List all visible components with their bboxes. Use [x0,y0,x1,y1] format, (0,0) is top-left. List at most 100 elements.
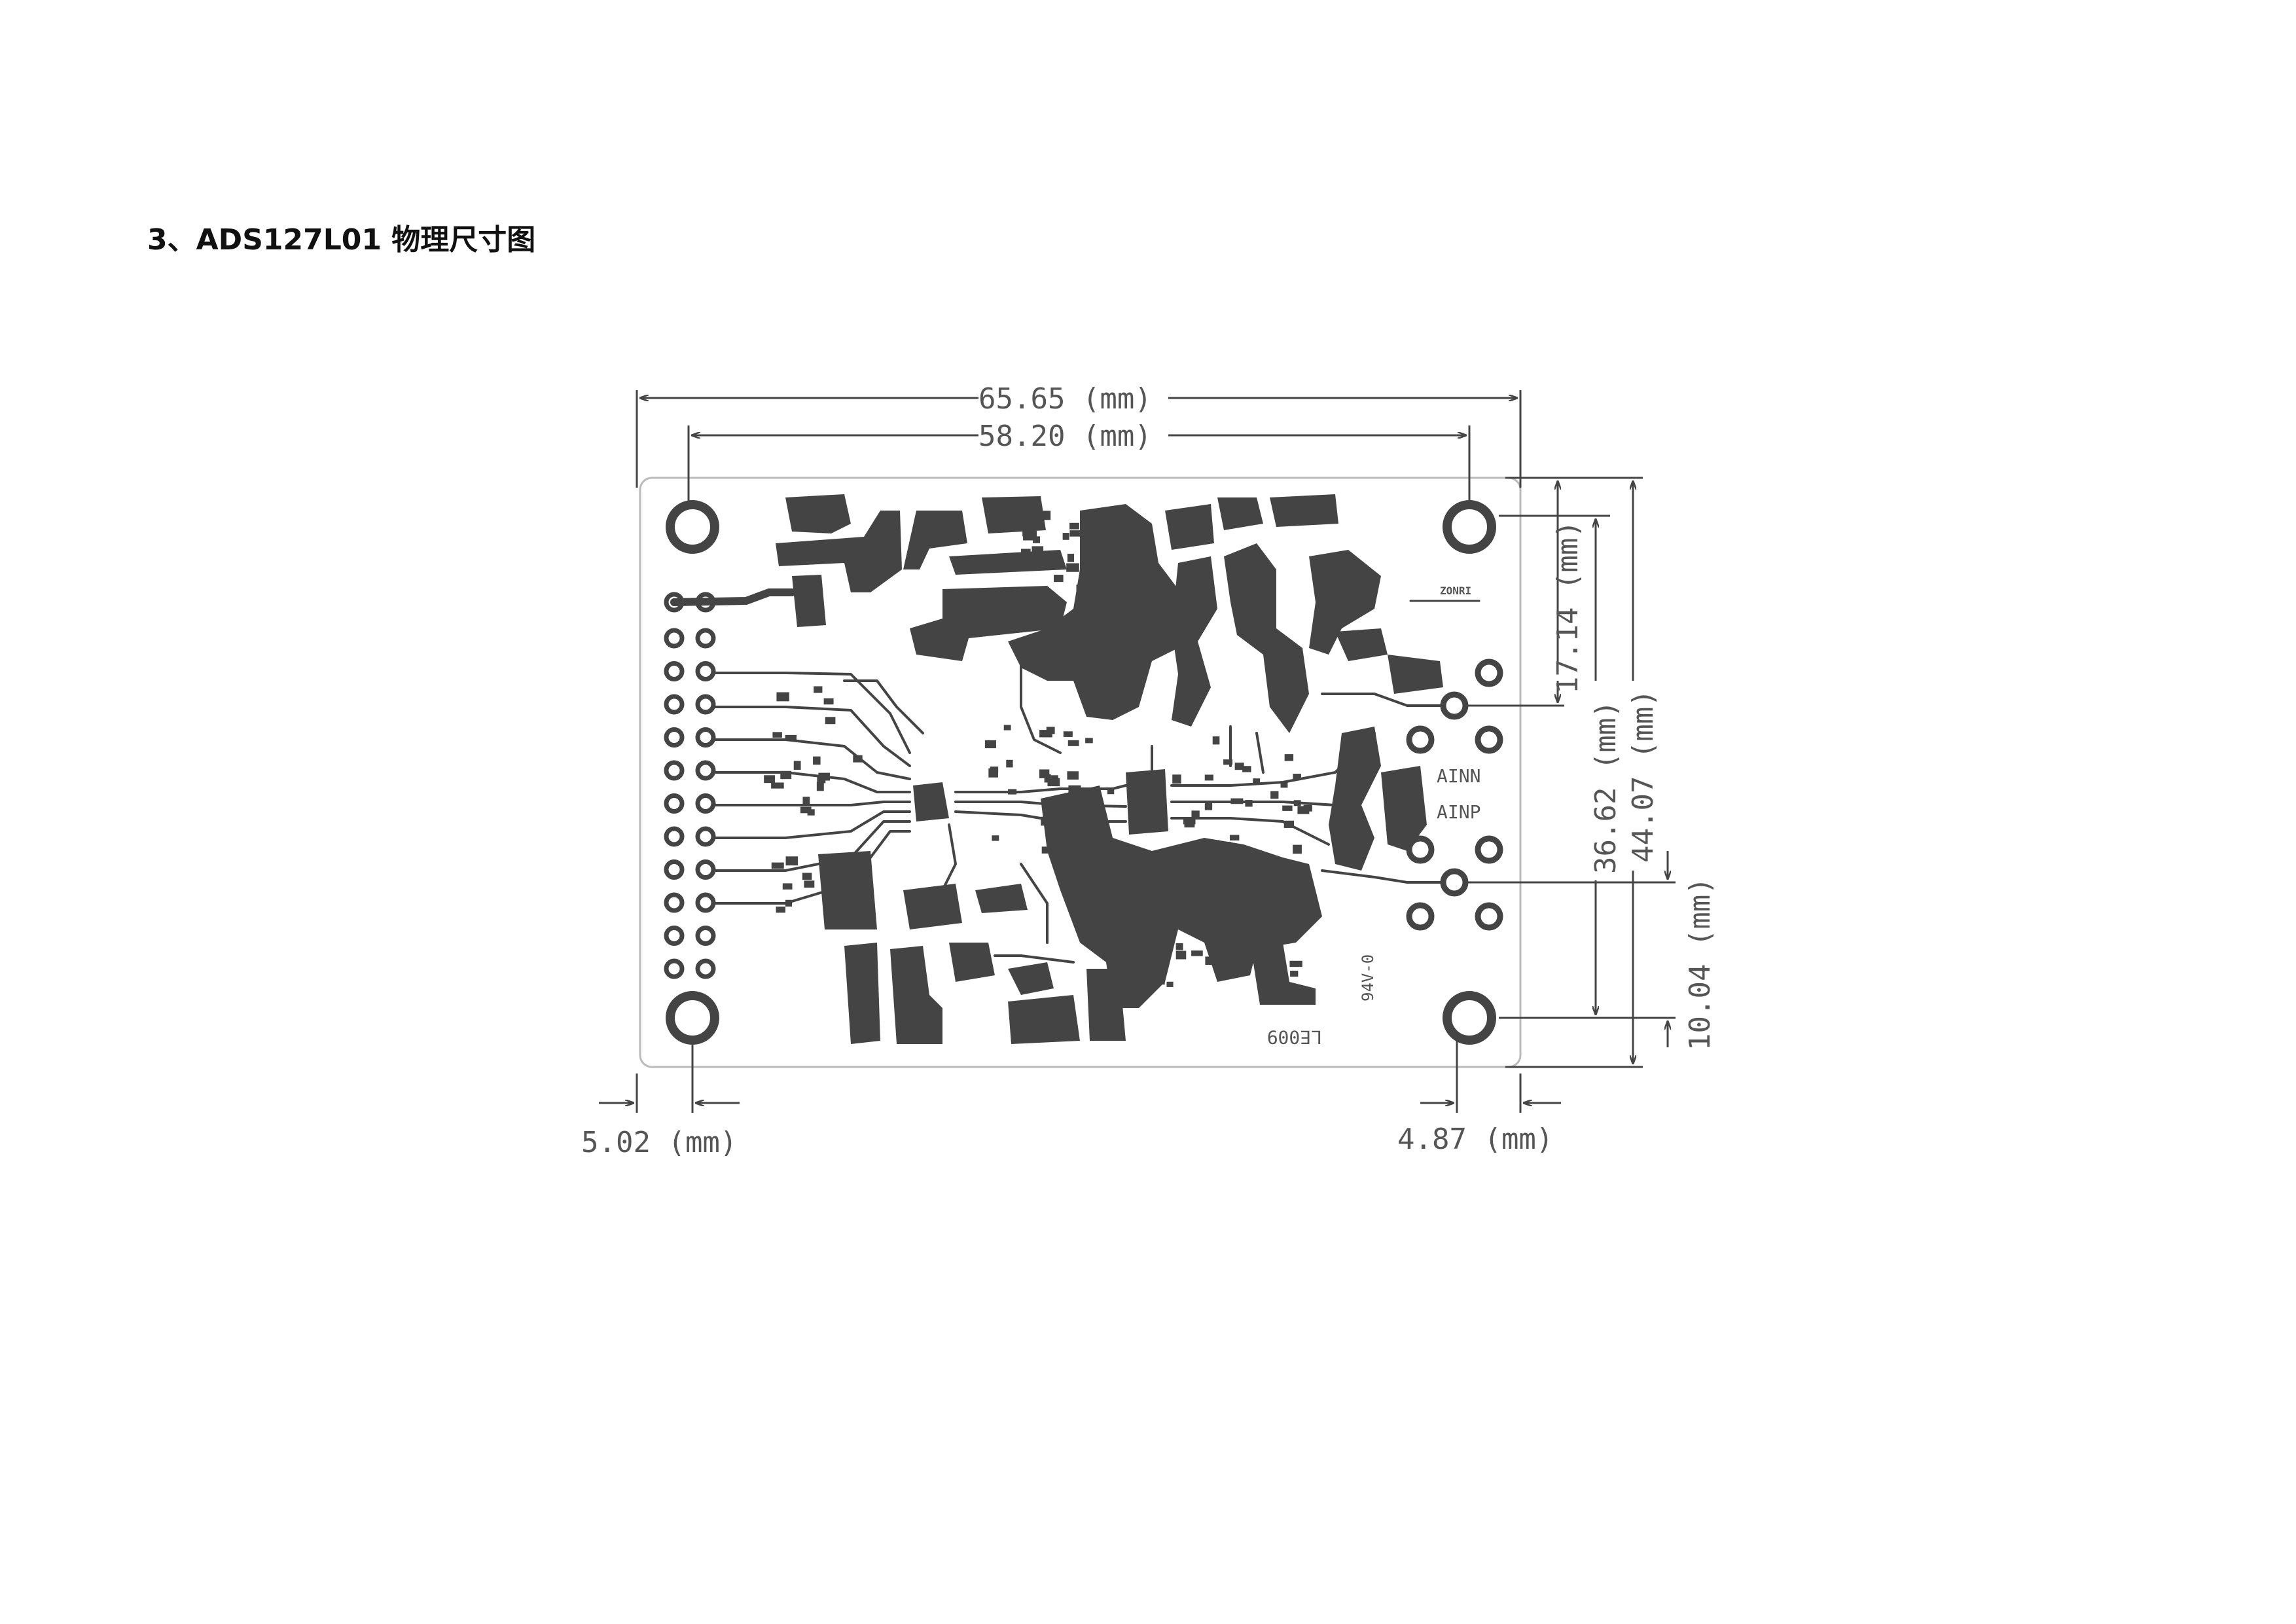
silkscreen: AINN AINP 94V-0 LE009 ZONRI [1267,585,1481,1048]
board-code-label: LE009 [1267,1026,1322,1048]
dimension-right-hole-offset: 4.87 (mm) [1397,1041,1561,1156]
smd-pad [785,899,793,907]
component-pads [764,511,1312,987]
smd-pad [772,732,782,738]
header-pin [695,892,716,913]
smd-pad [1175,943,1183,950]
smd-pad [1154,936,1165,943]
smd-pad [785,734,797,741]
header-pin [695,826,716,847]
smd-pad [1175,950,1187,960]
smd-pad [1286,909,1299,917]
header-pin [664,859,685,880]
smd-pad [1076,585,1084,592]
smd-pad [1293,774,1301,780]
header-pin [695,793,716,814]
smd-pad [802,797,810,806]
left-hole-offset-label: 5.02 (mm) [581,1126,737,1159]
smd-pad [1068,785,1081,793]
smd-pad [800,806,812,814]
smd-pad [1303,804,1312,812]
smd-pad [1039,730,1052,738]
mounting-hole-top-right [1443,500,1496,554]
smd-pad [1245,800,1253,807]
smd-pad [1191,810,1200,819]
header-pin [664,826,685,847]
smd-pad [1052,829,1064,835]
lower-connector-offset-label: 10.04 (mm) [1683,877,1717,1051]
smd-pad [1271,920,1281,929]
upper-connector-offset-label: 17.14 (mm) [1551,520,1585,694]
smd-pad [1069,522,1079,530]
header-pin [664,760,685,781]
smd-pad [1068,833,1077,842]
smd-pad [1086,518,1094,525]
smd-pad [1205,956,1216,965]
smd-pad [1172,774,1181,784]
smd-pad [1265,980,1276,986]
smd-pad [1232,878,1240,884]
smd-pad [802,873,812,880]
smd-pad [1082,562,1092,568]
smd-pad [1157,976,1165,985]
smd-pad [1032,549,1042,556]
smd-pad [1280,782,1288,788]
smd-pad [1085,738,1093,744]
smd-pad [816,782,824,791]
smd-pad [793,761,801,770]
smd-pad [992,835,999,841]
smd-pad [988,768,999,778]
smd-pad [1083,522,1095,530]
header-pin [664,892,685,913]
smd-pad [1113,979,1124,986]
smd-pad [780,770,792,780]
dimension-left-hole-offset: 5.02 (mm) [581,1041,740,1159]
smd-pad [1063,731,1073,737]
header-pin [664,926,685,946]
mounting-holes [666,500,1496,1045]
smd-pad [1109,569,1121,579]
smd-pad [1234,763,1244,770]
smd-pad [1041,846,1054,854]
header-pin [664,661,685,681]
smd-pad [1085,544,1096,553]
smd-pad [1067,740,1079,746]
header-pin [695,694,716,715]
header-pin [695,727,716,748]
smd-pad [1270,791,1279,799]
dimension-hole-span-width: 58.20 (mm) [687,420,1471,504]
header-pin [695,926,716,946]
smd-pad [984,740,996,749]
smd-pad [1223,759,1232,765]
smd-pad [1047,812,1059,821]
smd-pad [1137,878,1149,888]
smd-pad [782,883,793,890]
smd-pad [1021,549,1031,554]
header-pin [664,793,685,814]
smd-pad [813,756,821,765]
smd-pad [1075,803,1085,810]
smd-pad [1168,917,1181,926]
smd-pad [1158,926,1166,934]
smd-pad [1053,575,1064,583]
smd-pad [1030,522,1037,529]
smd-pad [1027,530,1037,539]
logo-label: ZONRI [1440,585,1471,597]
left-header-pins [664,592,716,979]
smd-pad [1102,565,1111,573]
smd-pad [1219,842,1231,851]
smd-pad [1242,878,1249,886]
smd-pad [776,692,789,702]
header-pin [695,958,716,979]
smd-pad [1038,511,1051,520]
header-pin [695,628,716,649]
smd-pad [1022,530,1030,537]
dimension-right-verticals: 17.14 (mm) 36.62 (mm) 44.07 (mm) 10.04 (… [1466,477,1717,1068]
smd-pad [1229,918,1241,924]
smd-pad [1286,877,1296,884]
smd-pad [1230,798,1244,804]
ainn-label: AINN [1437,765,1480,787]
overall-height-label: 44.07 (mm) [1626,689,1660,863]
smd-pad [1033,536,1041,543]
smd-pad [1289,960,1302,967]
